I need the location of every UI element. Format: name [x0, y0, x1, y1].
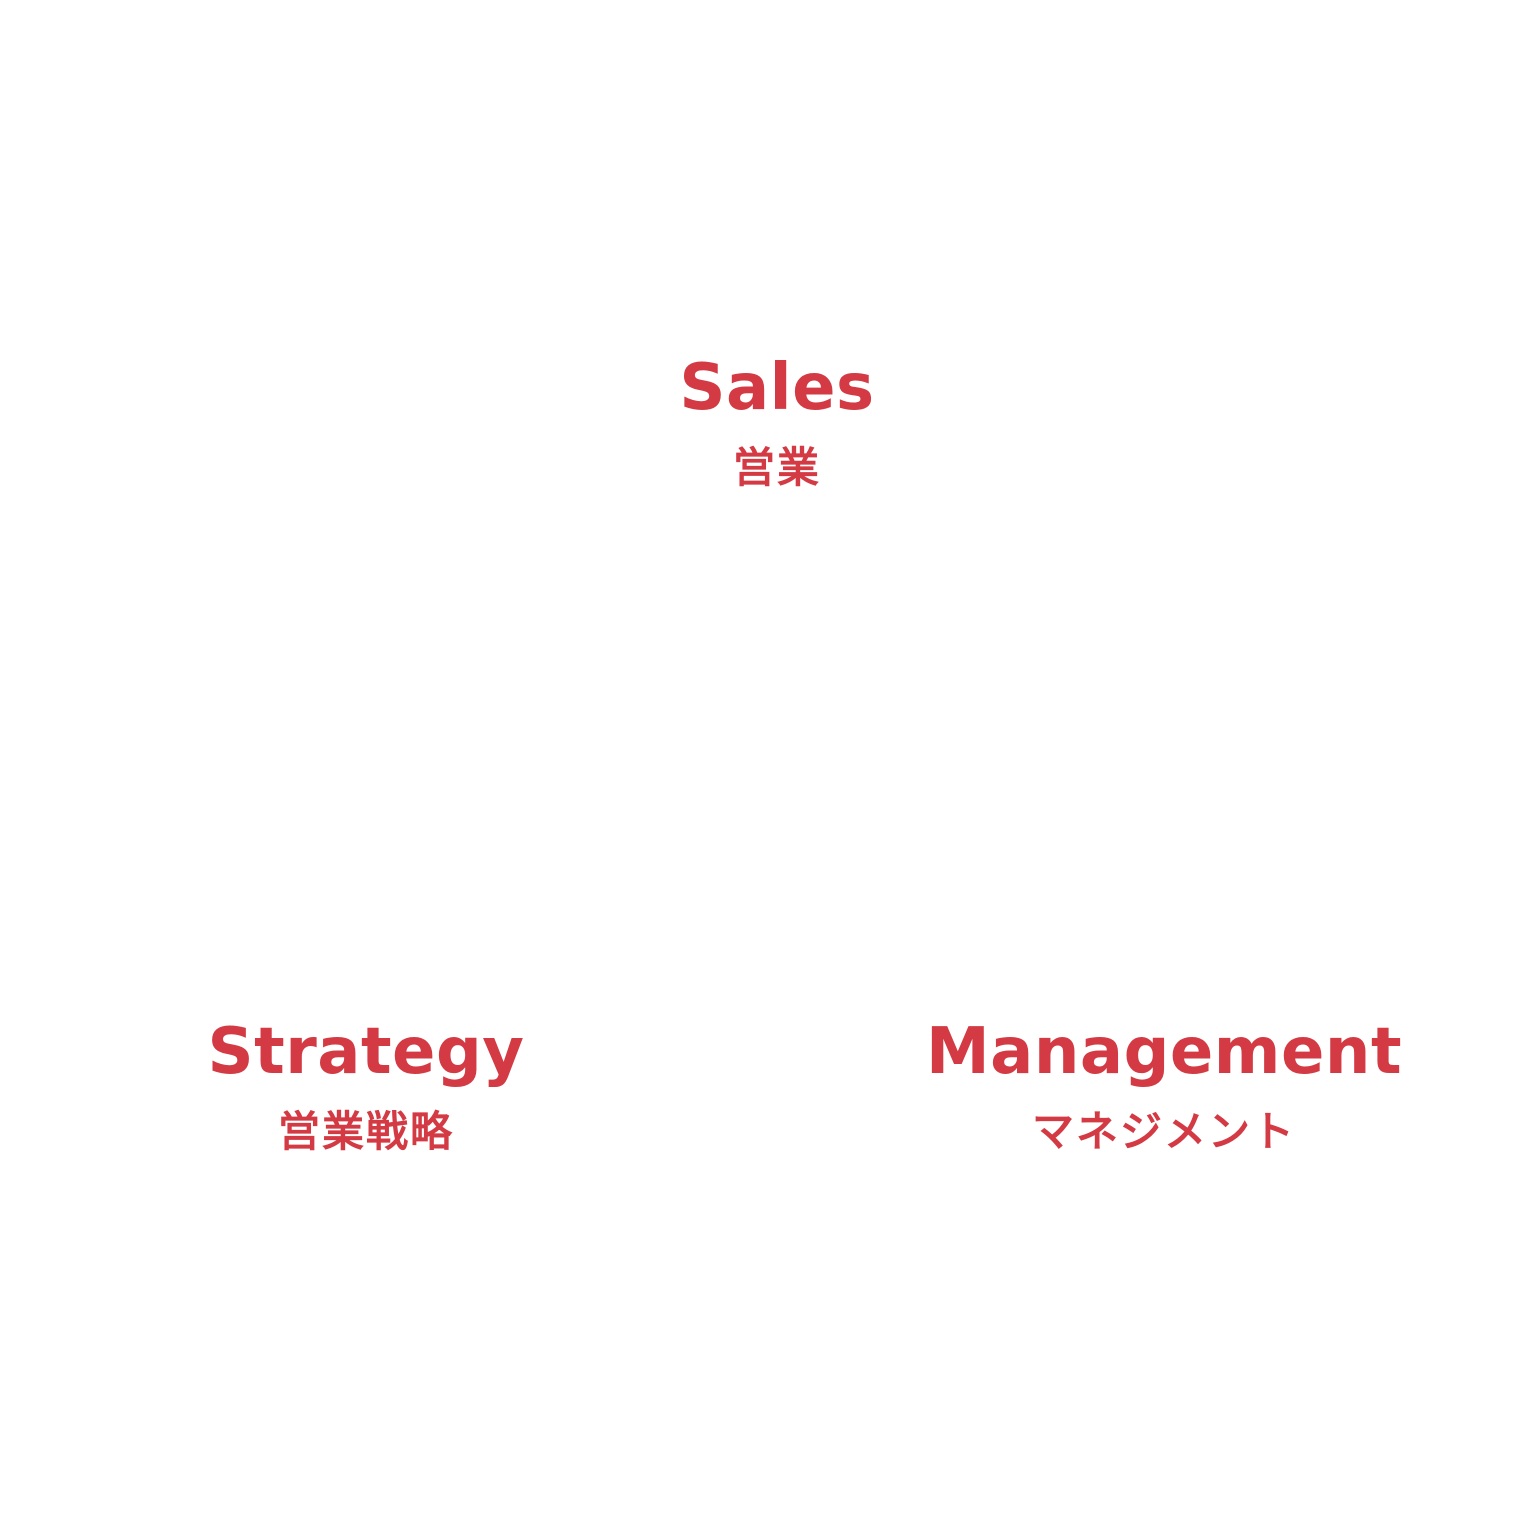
node-management-label-en: Management — [925, 1015, 1403, 1089]
node-sales-label-en: Sales — [679, 351, 875, 425]
node-strategy: Strategy 営業戦略 — [208, 1014, 525, 1157]
node-management-label-ja: マネジメント — [1031, 1106, 1296, 1156]
node-strategy-label-en: Strategy — [207, 1015, 525, 1089]
node-strategy-label-ja: 営業戦略 — [277, 1106, 454, 1156]
node-sales-label-ja: 営業 — [732, 442, 821, 492]
node-sales: Sales 営業 — [679, 350, 874, 493]
node-management: Management マネジメント — [926, 1014, 1402, 1157]
